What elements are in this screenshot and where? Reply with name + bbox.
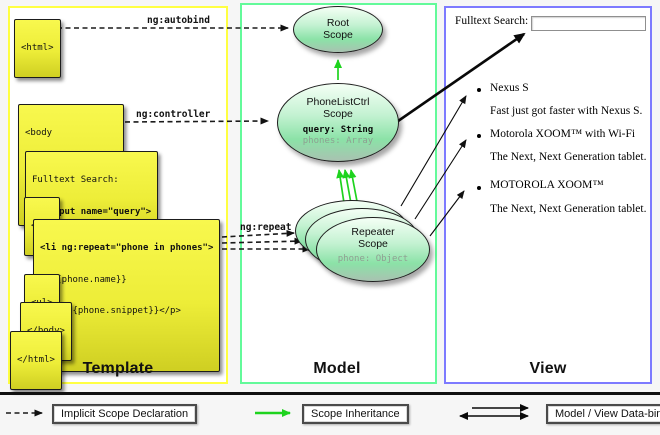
code-line: <html> — [21, 43, 54, 53]
code-line: </html> — [17, 355, 55, 365]
legend-separator — [0, 392, 660, 395]
model-column-label: Model — [313, 360, 361, 377]
scope-title: Scope — [323, 29, 353, 41]
label-ng-repeat: ng:repeat — [240, 222, 292, 233]
view-column-label: View — [529, 360, 567, 377]
green-arrow-icon — [255, 409, 291, 417]
code-line: Fulltext Search: — [32, 175, 119, 185]
bullet-icon — [477, 134, 481, 138]
bullet-icon — [477, 186, 481, 190]
phone-snippet: The Next, Next Generation tablet. — [490, 151, 647, 163]
scope-title: Scope — [323, 108, 353, 120]
double-arrow-icon — [459, 404, 529, 420]
label-ng-autobind: ng:autobind — [147, 15, 210, 26]
code-line: {{phone.name}} — [40, 274, 127, 285]
scope-title: Scope — [358, 238, 388, 250]
phone-name: Motorola XOOM™ with Wi-Fi — [490, 128, 636, 140]
legend-implicit-scope-declaration: Implicit Scope Declaration — [52, 404, 198, 424]
scope-title: PhoneListCtrl — [306, 96, 370, 108]
phone-name: Nexus S — [490, 82, 529, 94]
phone-snippet: The Next, Next Generation tablet. — [490, 203, 647, 215]
scope-title: Repeater — [351, 226, 395, 238]
fulltext-search-label: Fulltext Search: — [455, 15, 529, 27]
scope-prop-query: query: String — [302, 125, 374, 135]
phonelistctrl-scope-ellipse: PhoneListCtrl Scope query: String phones… — [277, 83, 399, 162]
legend-scope-inheritance: Scope Inheritance — [302, 404, 409, 424]
scope-prop-phones: phones: Array — [302, 135, 374, 146]
scope-title: Root — [326, 17, 350, 29]
root-scope-ellipse: Root Scope — [293, 6, 383, 53]
phone-name: MOTOROLA XOOM™ — [490, 179, 604, 191]
template-column-label: Template — [82, 360, 154, 377]
legend-model-view-databinding: Model / View Data-binding — [546, 404, 660, 424]
code-box-html-open: <html> — [14, 19, 61, 78]
code-line: <body — [25, 128, 53, 138]
model-panel — [240, 3, 437, 384]
code-line: <li ng:repeat="phone in phones"> — [40, 243, 214, 253]
phone-snippet: Fast just got faster with Nexus S. — [490, 105, 643, 117]
bullet-icon — [477, 88, 481, 92]
code-line: <p>{{phone.snippet}}</p> — [40, 306, 181, 316]
repeater-scope-ellipse: Repeater Scope phone: Object — [316, 217, 430, 282]
code-box-html-close: </html> — [10, 331, 62, 390]
scope-prop-phone: phone: Object — [337, 254, 409, 264]
view-panel — [444, 6, 652, 384]
code-box-li-repeat: <li ng:repeat="phone in phones"> {{phone… — [33, 219, 221, 372]
label-ng-controller: ng:controller — [136, 109, 211, 120]
fulltext-search-input[interactable] — [531, 16, 646, 31]
dashed-arrow-icon — [6, 409, 43, 417]
